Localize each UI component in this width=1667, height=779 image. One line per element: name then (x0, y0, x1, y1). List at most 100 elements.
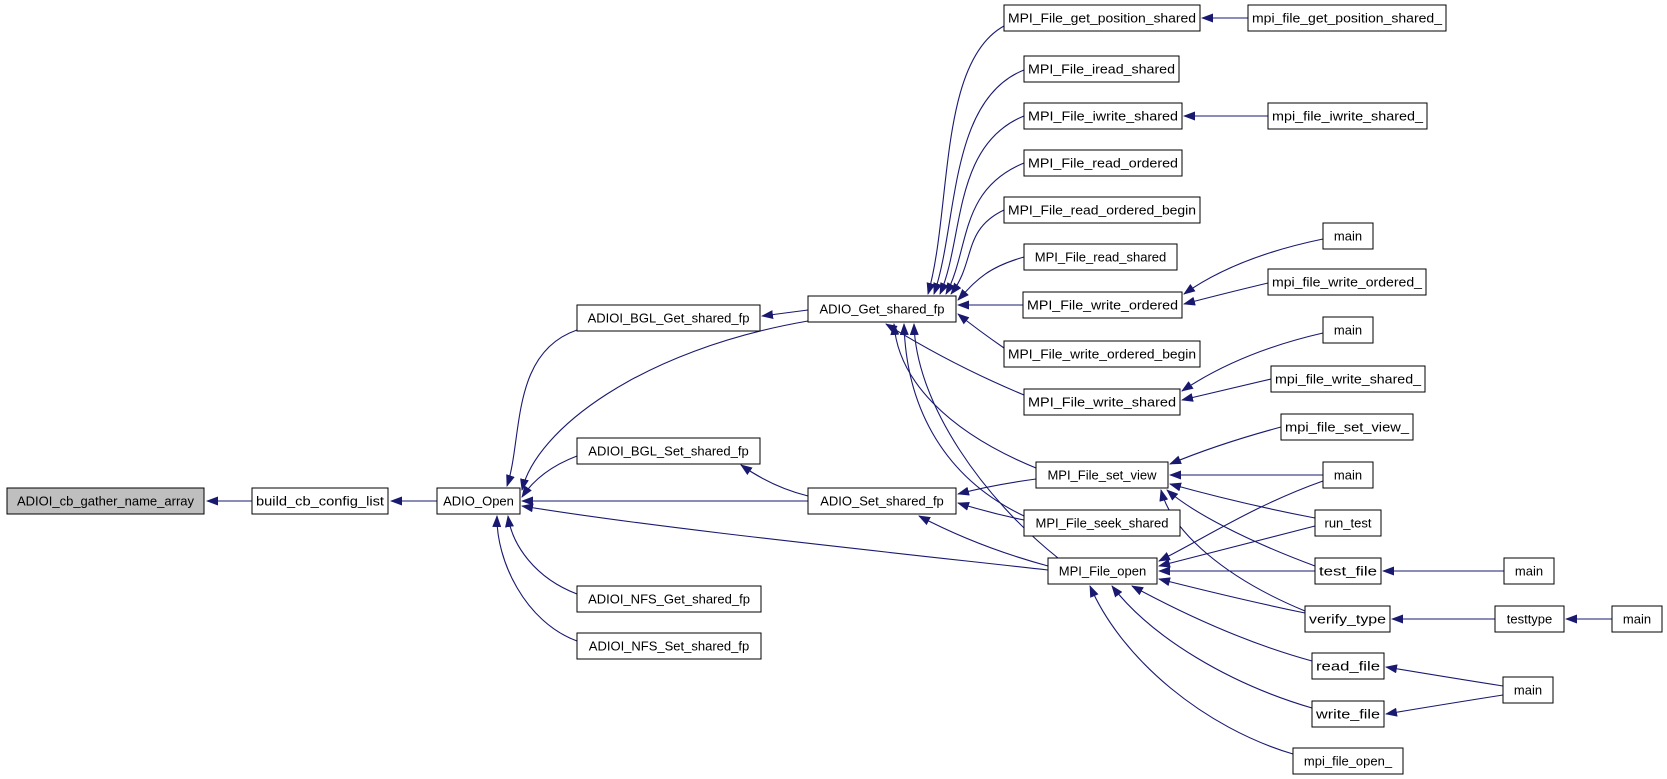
edge-adioi-bgl-get-shared-fp-to-adio-open (506, 329, 578, 487)
node-box[interactable] (1003, 196, 1201, 224)
node-label: main (1514, 683, 1542, 698)
node-mpi-file-open[interactable]: MPI_File_open (1047, 557, 1158, 585)
node-box[interactable] (1611, 605, 1663, 633)
node-box[interactable] (807, 295, 957, 323)
node-box[interactable] (1494, 605, 1565, 633)
node-label: MPI_File_iwrite_shared (1028, 109, 1178, 124)
edge-adioi-nfs-set-shared-fp-to-adio-open (492, 515, 578, 642)
node-label: mpi_file_get_position_shared_ (1252, 11, 1443, 26)
edge-verify-type-to-mpi-file-open (1158, 577, 1306, 614)
node-box[interactable] (1502, 676, 1554, 704)
node-verify-type[interactable]: verify_type (1304, 605, 1391, 633)
node-adioi-nfs-set-shared-fp[interactable]: ADIOI_NFS_Set_shared_fp (576, 632, 762, 660)
node-box[interactable] (1267, 102, 1428, 130)
node-box[interactable] (1322, 461, 1374, 489)
node-mpi-file-write-ordered-begin[interactable]: MPI_File_write_ordered_begin (1003, 340, 1201, 368)
node-box[interactable] (1314, 557, 1382, 585)
node-box[interactable] (436, 487, 521, 515)
node-box[interactable] (1267, 268, 1427, 296)
node-mpi-file-iwrite-shared-f77[interactable]: mpi_file_iwrite_shared_ (1267, 102, 1428, 130)
nodes-layer: ADIOI_cb_gather_name_array build_cb_confi… (6, 4, 1663, 775)
node-box[interactable] (576, 437, 761, 465)
node-run-test[interactable]: run_test (1314, 509, 1382, 537)
node-build-cb-config-list[interactable]: build_cb_config_list (251, 487, 389, 515)
node-box[interactable] (1023, 243, 1178, 271)
node-test-file[interactable]: test_file (1314, 557, 1382, 585)
node-mpi-file-read-shared[interactable]: MPI_File_read_shared (1023, 243, 1178, 271)
node-box[interactable] (1322, 316, 1374, 344)
node-adioi-bgl-set-shared-fp[interactable]: ADIOI_BGL_Set_shared_fp (576, 437, 761, 465)
node-box[interactable] (1023, 55, 1180, 83)
node-label: mpi_file_open_ (1304, 754, 1393, 769)
node-box[interactable] (251, 487, 389, 515)
node-box[interactable] (576, 632, 762, 660)
node-read-file[interactable]: read_file (1311, 652, 1385, 680)
node-mpi-file-open-f77[interactable]: mpi_file_open_ (1292, 747, 1404, 775)
node-adio-get-shared-fp[interactable]: ADIO_Get_shared_fp (807, 295, 957, 323)
node-label: MPI_File_seek_shared (1036, 516, 1169, 531)
node-box[interactable] (1292, 747, 1404, 775)
node-main-1[interactable]: main (1322, 222, 1374, 250)
node-box[interactable] (1314, 509, 1382, 537)
node-mpi-file-set-view[interactable]: MPI_File_set_view (1035, 461, 1169, 489)
node-mpi-file-write-ordered[interactable]: MPI_File_write_ordered (1022, 291, 1183, 319)
node-adioi-cb-gather-name-array[interactable]: ADIOI_cb_gather_name_array (6, 487, 205, 515)
edge-mpi-file-iwrite-shared-to-adio-get-shared-fp (939, 115, 1025, 295)
node-main-5[interactable]: main (1611, 605, 1663, 633)
node-mpi-file-get-position-shared[interactable]: MPI_File_get_position_shared (1003, 4, 1201, 32)
node-box[interactable] (807, 487, 957, 515)
node-label: testtype (1507, 612, 1553, 627)
node-box[interactable] (1003, 340, 1201, 368)
node-mpi-file-read-ordered-begin[interactable]: MPI_File_read_ordered_begin (1003, 196, 1201, 224)
node-box[interactable] (1023, 149, 1183, 177)
node-mpi-file-write-ordered-f77[interactable]: mpi_file_write_ordered_ (1267, 268, 1427, 296)
node-box[interactable] (1270, 365, 1426, 393)
node-mpi-file-write-shared-f77[interactable]: mpi_file_write_shared_ (1270, 365, 1426, 393)
node-adio-set-shared-fp[interactable]: ADIO_Set_shared_fp (807, 487, 957, 515)
node-label: mpi_file_write_ordered_ (1272, 275, 1423, 290)
node-mpi-file-get-position-shared-f77[interactable]: mpi_file_get_position_shared_ (1247, 4, 1447, 32)
node-box[interactable] (1022, 291, 1183, 319)
node-box[interactable] (576, 585, 762, 613)
node-testtype[interactable]: testtype (1494, 605, 1565, 633)
node-label: mpi_file_iwrite_shared_ (1272, 109, 1424, 124)
node-box[interactable] (1311, 652, 1385, 680)
node-box[interactable] (1023, 388, 1181, 416)
node-mpi-file-set-view-f77[interactable]: mpi_file_set_view_ (1280, 413, 1414, 441)
node-adioi-bgl-get-shared-fp[interactable]: ADIOI_BGL_Get_shared_fp (576, 304, 761, 332)
node-box[interactable] (576, 304, 761, 332)
node-label: MPI_File_write_ordered (1027, 298, 1178, 313)
node-mpi-file-seek-shared[interactable]: MPI_File_seek_shared (1023, 509, 1181, 537)
edge-adio-set-shared-fp-to-adioi-bgl-set-shared-fp (740, 464, 809, 497)
node-box[interactable] (1023, 509, 1181, 537)
node-main-2[interactable]: main (1322, 316, 1374, 344)
node-box[interactable] (1003, 4, 1201, 32)
node-box[interactable] (1280, 413, 1414, 441)
node-adio-open[interactable]: ADIO_Open (436, 487, 521, 515)
node-label: ADIOI_NFS_Get_shared_fp (588, 592, 750, 607)
node-box[interactable] (1023, 102, 1183, 130)
node-write-file[interactable]: write_file (1311, 700, 1385, 728)
edge-mpi-file-open-f77-to-mpi-file-open (1089, 585, 1294, 755)
node-mpi-file-read-ordered[interactable]: MPI_File_read_ordered (1023, 149, 1183, 177)
node-label: run_test (1325, 516, 1372, 531)
edge-main-6-to-read-file (1385, 664, 1504, 687)
node-adioi-nfs-get-shared-fp[interactable]: ADIOI_NFS_Get_shared_fp (576, 585, 762, 613)
node-box[interactable] (1503, 557, 1555, 585)
node-mpi-file-write-shared[interactable]: MPI_File_write_shared (1023, 388, 1181, 416)
node-box-highlighted[interactable] (6, 487, 205, 515)
node-main-3[interactable]: main (1322, 461, 1374, 489)
node-box[interactable] (1035, 461, 1169, 489)
node-box[interactable] (1304, 605, 1391, 633)
node-mpi-file-iwrite-shared[interactable]: MPI_File_iwrite_shared (1023, 102, 1183, 130)
node-mpi-file-iread-shared[interactable]: MPI_File_iread_shared (1023, 55, 1180, 83)
node-main-4[interactable]: main (1503, 557, 1555, 585)
node-label: ADIOI_NFS_Set_shared_fp (589, 639, 749, 654)
node-box[interactable] (1247, 4, 1447, 32)
node-main-6[interactable]: main (1502, 676, 1554, 704)
node-box[interactable] (1311, 700, 1385, 728)
node-box[interactable] (1047, 557, 1158, 585)
node-label: ADIO_Get_shared_fp (819, 302, 944, 317)
node-box[interactable] (1322, 222, 1374, 250)
